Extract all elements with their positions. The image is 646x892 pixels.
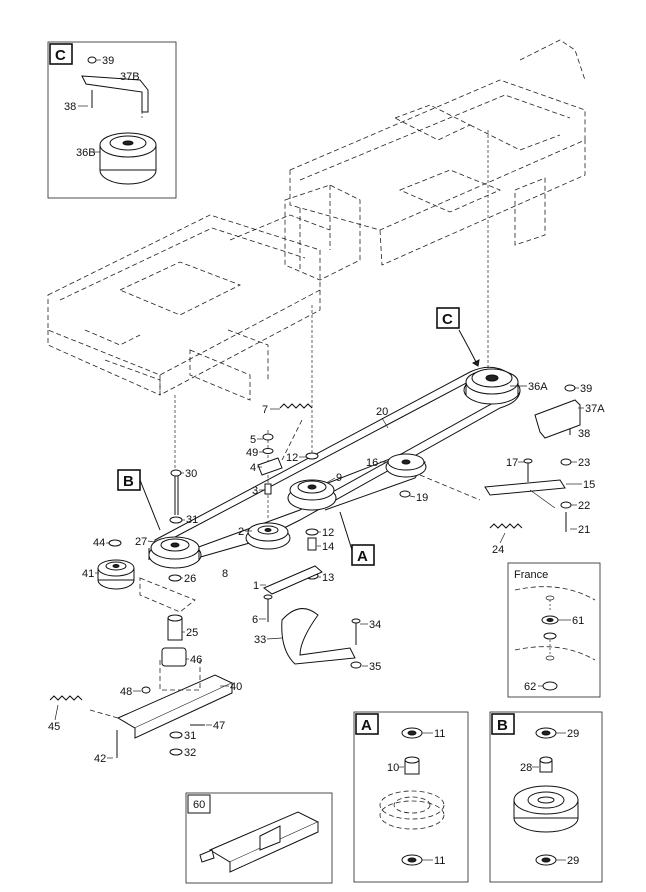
hardware-parts	[108, 384, 576, 758]
label-48: 48	[120, 686, 132, 698]
label-27: 27	[135, 536, 147, 548]
callout-box-a-main: A	[339, 511, 375, 566]
inset-c-label-36b: 36B	[76, 147, 96, 159]
label-33: 33	[254, 634, 266, 646]
inset-c-label-37b: 37B	[120, 71, 140, 83]
label-6: 6	[252, 614, 258, 626]
label-44: 44	[93, 537, 105, 549]
label-47: 47	[213, 720, 225, 732]
inset-b-label-29-bot: 29	[567, 855, 579, 867]
label-38: 38	[578, 428, 590, 440]
label-49: 49	[246, 447, 258, 459]
label-7: 7	[262, 404, 268, 416]
label-20: 20	[376, 406, 388, 418]
pulley-27	[148, 536, 202, 569]
label-14: 14	[322, 541, 334, 553]
label-31: 31	[186, 514, 198, 526]
label-13: 13	[322, 572, 334, 584]
label-30: 30	[185, 468, 197, 480]
label-24: 24	[492, 544, 504, 556]
pulley-9	[287, 479, 337, 511]
label-21: 21	[578, 524, 590, 536]
label-5: 5	[250, 434, 256, 446]
inset-60: 60	[185, 792, 333, 884]
svg-text:A: A	[357, 548, 368, 565]
inset-a: A 11 10 11	[353, 711, 469, 883]
label-31b: 31	[184, 730, 196, 742]
label-32: 32	[184, 747, 196, 759]
label-25: 25	[186, 627, 198, 639]
axis-lines	[174, 130, 489, 520]
inset-france-label-61: 61	[572, 615, 584, 627]
label-4: 4	[250, 462, 256, 474]
label-17: 17	[506, 457, 518, 469]
svg-text:B: B	[123, 473, 134, 490]
svg-text:B: B	[497, 717, 508, 734]
label-45: 45	[48, 721, 60, 733]
label-2: 2	[238, 526, 244, 538]
inset-60-title: 60	[193, 799, 205, 811]
svg-text:C: C	[55, 47, 66, 64]
pulley-36a	[463, 368, 521, 405]
inset-b-label-28: 28	[520, 762, 532, 774]
label-16: 16	[366, 457, 378, 469]
inset-c-label-39: 39	[102, 55, 114, 67]
svg-text:C: C	[442, 311, 453, 328]
label-46: 46	[190, 654, 202, 666]
label-34: 34	[369, 619, 381, 631]
inset-b: B 29 28 29	[489, 711, 603, 883]
brackets-and-springs	[49, 399, 581, 739]
pulley-41	[97, 559, 135, 590]
inset-c-label-38: 38	[64, 101, 76, 113]
label-40: 40	[230, 681, 242, 693]
pulley-2	[245, 522, 291, 550]
chassis-frame	[47, 39, 586, 401]
label-35: 35	[369, 661, 381, 673]
label-42: 42	[94, 753, 106, 765]
inset-a-label-10: 10	[387, 762, 399, 774]
inset-b-label-29-top: 29	[567, 728, 579, 740]
label-37a: 37A	[585, 403, 605, 415]
label-12b: 12	[322, 527, 334, 539]
inset-france-label-62: 62	[524, 681, 536, 693]
label-15: 15	[583, 479, 595, 491]
drive-belt	[151, 366, 521, 563]
inset-a-label-11-bot: 11	[434, 855, 445, 867]
label-9: 9	[336, 472, 342, 484]
label-36a: 36A	[528, 381, 548, 393]
label-22: 22	[578, 500, 590, 512]
svg-text:A: A	[361, 717, 372, 734]
callout-box-b-main: B	[117, 469, 161, 531]
inset-france-title: France	[514, 569, 548, 581]
label-1: 1	[253, 580, 259, 592]
inset-c: C 39 37B 38 36B	[47, 41, 177, 199]
label-23: 23	[578, 457, 590, 469]
part-labels: 36A 39 37A 38 20 7 5 49 4 3 12 9 16 19 1…	[48, 381, 605, 765]
label-26: 26	[184, 573, 196, 585]
label-41: 41	[82, 568, 94, 580]
label-39: 39	[580, 383, 592, 395]
inset-a-label-11-top: 11	[434, 728, 445, 740]
callout-box-c-main: C	[436, 307, 480, 367]
inset-france: France 61 62	[507, 562, 601, 698]
pulley-16	[385, 453, 427, 478]
label-12: 12	[286, 452, 298, 464]
label-19: 19	[416, 492, 428, 504]
label-8: 8	[222, 568, 228, 580]
label-3: 3	[252, 485, 258, 497]
